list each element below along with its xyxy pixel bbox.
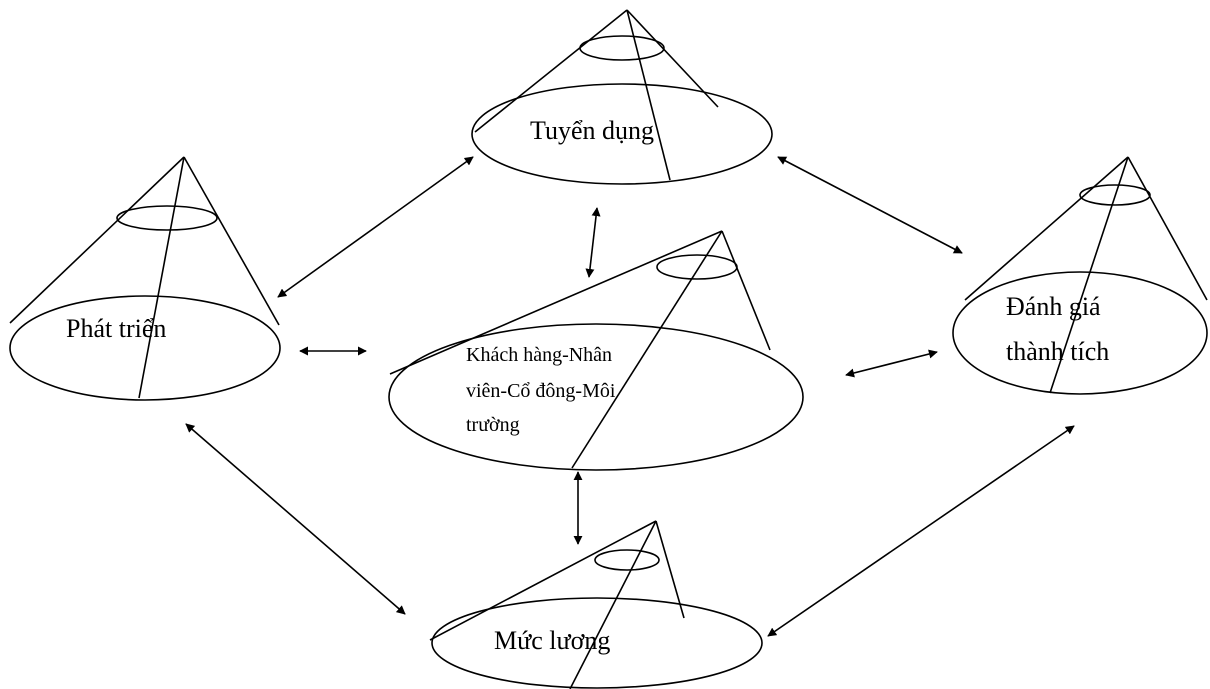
cone-base-ellipse bbox=[431, 597, 763, 689]
cone-left-edge bbox=[389, 230, 723, 375]
arrow-center-danh-gia bbox=[845, 349, 938, 378]
cone-right-edge bbox=[1127, 156, 1208, 301]
cone-seam bbox=[138, 156, 185, 399]
cone-seam bbox=[626, 9, 671, 181]
cone-phat-trien bbox=[9, 156, 281, 401]
cone-right-edge bbox=[183, 156, 280, 326]
connector-arrows bbox=[185, 156, 1075, 637]
label-tuyen-dung: Tuyển dụng bbox=[530, 116, 655, 145]
cone-danh-gia bbox=[952, 156, 1208, 395]
arrow-tuyen-dung-center bbox=[585, 207, 601, 278]
arrow-tuyen-dung-danh-gia bbox=[777, 156, 963, 254]
label-center-line2: viên-Cổ đông-Môi bbox=[466, 380, 616, 402]
cone-top-ellipse bbox=[579, 35, 665, 61]
label-muc-luong: Mức lương bbox=[494, 626, 611, 655]
cone-left-edge bbox=[474, 9, 628, 133]
cone-right-edge bbox=[655, 520, 685, 619]
label-center-line3: trường bbox=[466, 414, 520, 436]
label-danh-gia-line2: thành tích bbox=[1006, 337, 1110, 366]
cone-base-ellipse bbox=[9, 295, 281, 401]
cone-left-edge bbox=[429, 520, 657, 641]
cone-seam bbox=[1049, 156, 1129, 394]
cone-top-ellipse bbox=[594, 549, 660, 571]
cone-base-ellipse bbox=[471, 83, 773, 185]
cone-base-ellipse bbox=[388, 323, 804, 471]
cone-left-edge bbox=[964, 156, 1129, 301]
arrow-muc-luong-danh-gia bbox=[767, 425, 1075, 637]
label-center-line1: Khách hàng-Nhân bbox=[466, 344, 613, 366]
cone-right-edge bbox=[721, 230, 771, 351]
label-phat-trien: Phát triển bbox=[66, 314, 167, 343]
cone-center bbox=[388, 230, 804, 471]
cone-seam bbox=[569, 520, 657, 689]
cone-tuyen-dung bbox=[471, 9, 773, 185]
cone-top-ellipse bbox=[1079, 184, 1151, 206]
label-danh-gia-line1: Đánh giá bbox=[1006, 292, 1101, 321]
cone-left-edge bbox=[9, 156, 185, 324]
cone-top-ellipse bbox=[656, 254, 738, 280]
cone-base-ellipse bbox=[952, 271, 1208, 395]
cone-right-edge bbox=[626, 9, 719, 108]
arrow-phat-trien-muc-luong bbox=[185, 423, 406, 615]
cone-muc-luong bbox=[429, 520, 763, 689]
cone-top-ellipse bbox=[116, 205, 218, 231]
cone-seam bbox=[571, 230, 723, 469]
arrow-phat-trien-tuyen-dung bbox=[277, 156, 474, 298]
